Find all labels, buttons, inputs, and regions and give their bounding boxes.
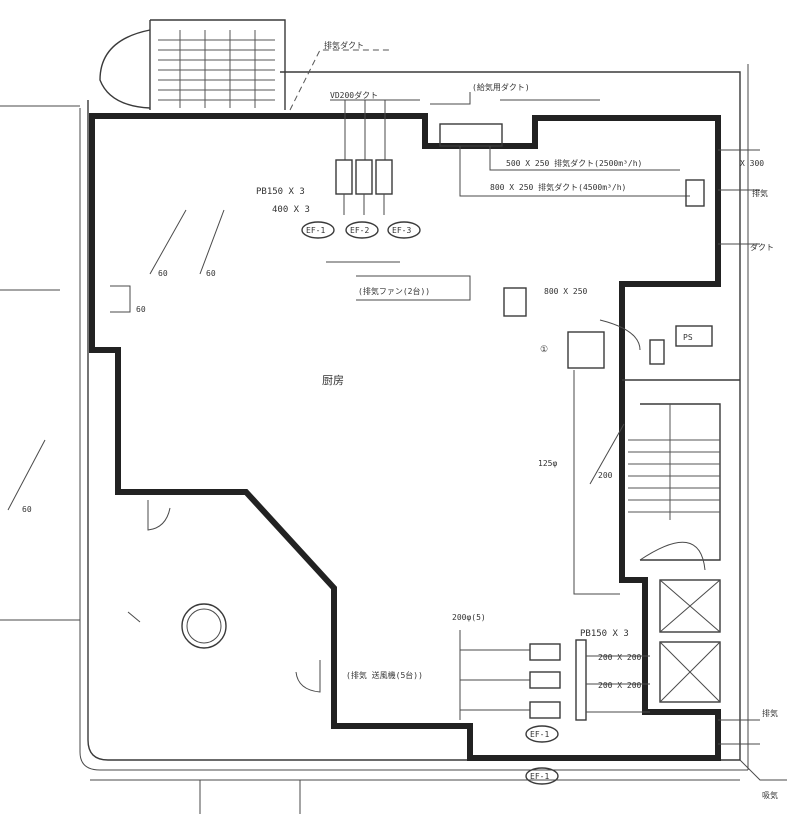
equipment-boxes [659, 579, 721, 703]
top-note-label: VD200ダクト [330, 90, 378, 100]
outer-outline [0, 64, 749, 814]
ef3-label: EF-3 [392, 226, 411, 235]
top-stair [99, 19, 286, 110]
pb150-bottom-label: PB150 X 3 [580, 629, 629, 639]
lower-dims-a-label: 200 X 200 [598, 653, 642, 662]
lower-note-label: 200φ(5) [452, 613, 486, 622]
ef1-bottom-label: EF-1 [530, 730, 549, 739]
ef1-label: EF-1 [306, 226, 325, 235]
ef2-label: EF-2 [350, 226, 369, 235]
right-d-label: 排気 [762, 708, 778, 718]
fan-note-label: (排気ファン(2台)) [358, 286, 430, 296]
dim-400-label: 400 X 3 [272, 205, 310, 215]
room-main-label: 厨房 [322, 374, 344, 387]
stair-dim-label: 200 [598, 471, 613, 480]
pb150-top-label: PB150 X 3 [256, 187, 305, 197]
right-e-label: 吸気 [762, 790, 778, 800]
labels: 排気ダクト VD200ダクト (給気用ダクト) 500 X 250 排気ダクト(… [22, 40, 778, 800]
lower-dims-b-label: 200 X 200 [598, 681, 642, 690]
dim-60a: 60 [158, 269, 168, 278]
right-c-label: ダクト [750, 242, 774, 252]
main-wall [89, 113, 721, 761]
left-room-fixtures [127, 500, 321, 693]
top-duct-system [289, 49, 760, 301]
lower-fan-note-label: (排気 送風機(5台)) [346, 670, 423, 680]
dim-60b: 60 [206, 269, 216, 278]
center-fixtures [503, 287, 665, 595]
duct-500-label: 800 X 250 排気ダクト(4500m³/h) [490, 182, 626, 192]
right-a-label: X 300 [740, 159, 764, 168]
top-duct-label: 排気ダクト [324, 40, 364, 50]
right-stair-block [622, 325, 740, 571]
pipe-125-label: 125φ [538, 459, 557, 468]
ef1-bottom2-label: EF-1 [530, 772, 549, 781]
ps-label: PS [683, 333, 693, 342]
dim-60d: 60 [22, 505, 32, 514]
left-dim-marks [7, 209, 225, 511]
right-b-label: 排気 [752, 188, 768, 198]
duct-544-label: 500 X 250 排気ダクト(2500m³/h) [506, 158, 642, 168]
lower-duct-system [459, 630, 787, 785]
circled-1-label: ① [540, 345, 548, 355]
dim-60c: 60 [136, 305, 146, 314]
upper-vent-label: (給気用ダクト) [472, 82, 530, 92]
grille-right-label: 800 X 250 [544, 287, 588, 296]
